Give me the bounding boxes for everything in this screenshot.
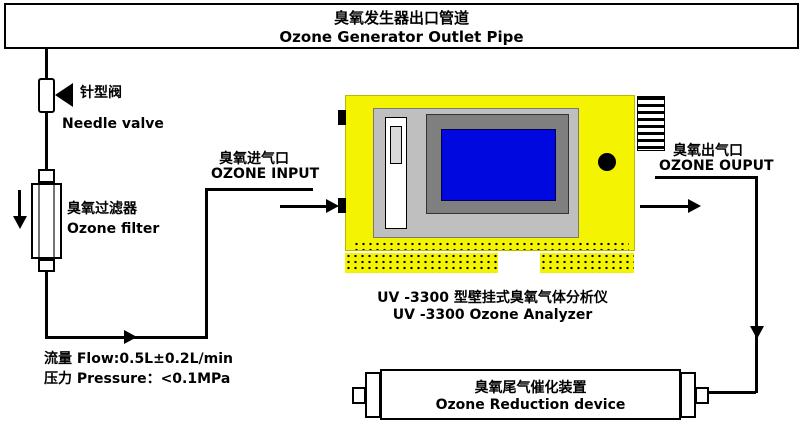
analyzer-front-panel bbox=[373, 108, 579, 238]
pipe-input-leader bbox=[205, 188, 313, 191]
reduction-device-right-cap bbox=[680, 372, 696, 418]
output-down-arrow-icon bbox=[750, 326, 764, 339]
ozone-filter-top-cap bbox=[38, 169, 55, 183]
ozone-filter-body bbox=[31, 183, 62, 259]
pipe-valve-to-filter bbox=[45, 113, 48, 171]
reduction-device-body: 臭氧尾气催化装置 Ozone Reduction device bbox=[380, 369, 681, 420]
output-arrow-line bbox=[640, 205, 690, 208]
pipe-into-reduction-device bbox=[708, 391, 756, 394]
generator-outlet-pipe-label-zh: 臭氧发生器出口管道 bbox=[333, 8, 469, 27]
analyzer-heatsink-grill bbox=[637, 96, 665, 151]
analyzer-lcd-screen bbox=[441, 129, 556, 201]
needle-valve-body bbox=[38, 78, 55, 113]
reduction-device-left-nub bbox=[352, 387, 366, 404]
spec-pressure: 压力 Pressure：<0.1MPa bbox=[44, 371, 231, 387]
ozone-output-label-en: OZONE OUPUT bbox=[659, 158, 774, 174]
analyzer-bottom-vent-right bbox=[540, 253, 634, 273]
filter-cylinder-line bbox=[53, 185, 55, 257]
reduction-device-right-nub bbox=[695, 387, 709, 404]
generator-outlet-pipe-label-en: Ozone Generator Outlet Pipe bbox=[279, 27, 524, 46]
input-arrow-line bbox=[280, 205, 328, 208]
reduction-device-label-en: Ozone Reduction device bbox=[435, 396, 626, 413]
ozone-input-label-en: OZONE INPUT bbox=[211, 166, 320, 182]
analyzer-sample-cell-slot bbox=[390, 126, 402, 164]
output-arrow-icon bbox=[688, 199, 701, 213]
analyzer-vent-strip bbox=[353, 241, 629, 250]
ozone-filter-label-en: Ozone filter bbox=[67, 221, 160, 237]
spec-flow: 流量 Flow:0.5L±0.2L/min bbox=[44, 351, 234, 367]
analyzer-screen-bezel bbox=[426, 114, 569, 214]
flow-down-arrow-icon bbox=[13, 216, 27, 229]
ozone-filter-bottom-cap bbox=[38, 259, 55, 272]
analyzer-knob[interactable] bbox=[598, 153, 616, 171]
pipe-output-leader bbox=[655, 176, 758, 179]
generator-outlet-pipe-box: 臭氧发生器出口管道 Ozone Generator Outlet Pipe bbox=[4, 3, 799, 49]
filter-cylinder-line bbox=[38, 185, 40, 257]
ozone-input-label-zh: 臭氧进气口 bbox=[219, 151, 289, 167]
analyzer-bottom-vent-left bbox=[345, 253, 498, 273]
pipe-up-to-input bbox=[205, 190, 208, 338]
pipe-output-down bbox=[755, 176, 758, 393]
needle-valve-label-zh: 针型阀 bbox=[80, 85, 122, 101]
reduction-device-label-zh: 臭氧尾气催化装置 bbox=[474, 379, 587, 396]
pipe-from-generator bbox=[45, 49, 48, 78]
pipe-filter-down bbox=[45, 272, 48, 338]
analyzer-caption-en: UV -3300 Ozone Analyzer bbox=[392, 307, 593, 323]
analyzer-left-mount-tab bbox=[338, 110, 346, 125]
uv3300-analyzer-body bbox=[345, 95, 635, 251]
reduction-device-left-cap bbox=[365, 372, 381, 418]
needle-valve-label-en: Needle valve bbox=[62, 116, 164, 132]
needle-valve-actuator-icon bbox=[55, 83, 73, 107]
analyzer-input-port bbox=[338, 198, 346, 213]
analyzer-caption-zh: UV -3300 型壁挂式臭氧气体分析仪 bbox=[377, 290, 608, 306]
ozone-filter-label-zh: 臭氧过滤器 bbox=[67, 201, 137, 217]
flow-right-arrow-icon bbox=[124, 330, 137, 344]
analyzer-sample-cell bbox=[385, 117, 407, 229]
flow-direction-line-down bbox=[18, 190, 21, 218]
ozone-output-label-zh: 臭氧出气口 bbox=[673, 143, 743, 159]
input-arrow-icon bbox=[326, 199, 339, 213]
